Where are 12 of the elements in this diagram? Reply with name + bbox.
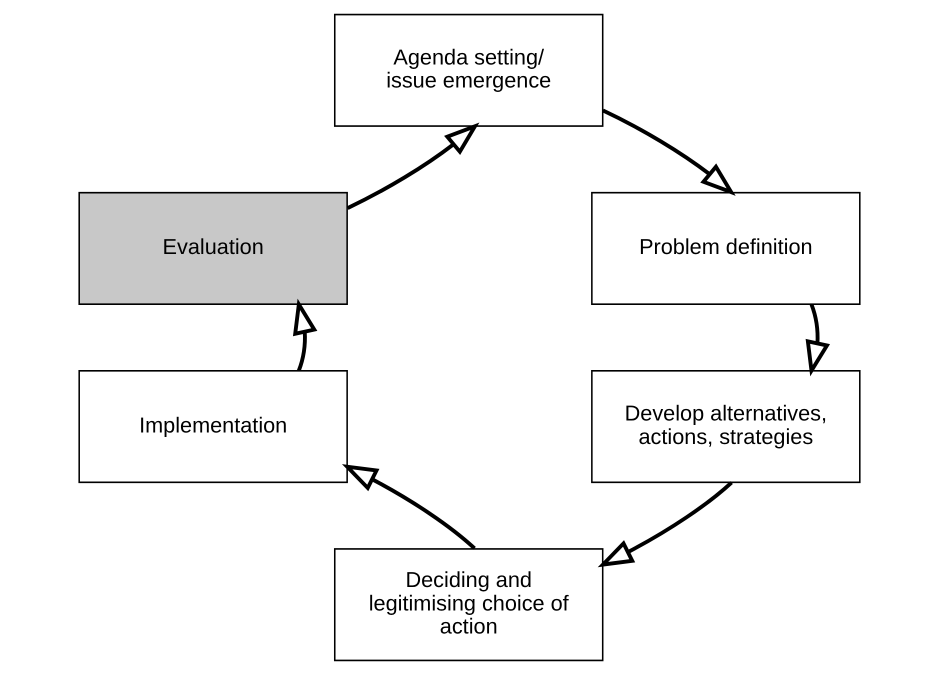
arrow xyxy=(342,464,476,550)
arrow xyxy=(346,122,480,210)
arrow xyxy=(602,108,736,196)
node-box: Develop alternatives, actions, strategies xyxy=(591,370,861,484)
arrow xyxy=(806,304,830,376)
node-box: Deciding and legitimising choice of action xyxy=(334,548,604,662)
arrow xyxy=(292,298,318,372)
arrow xyxy=(598,481,733,568)
node-box: Problem definition xyxy=(591,192,861,305)
node-box: Implementation xyxy=(78,370,348,484)
node-box: Evaluation xyxy=(78,192,348,305)
node-box: Agenda setting/ issue emergence xyxy=(334,14,604,127)
